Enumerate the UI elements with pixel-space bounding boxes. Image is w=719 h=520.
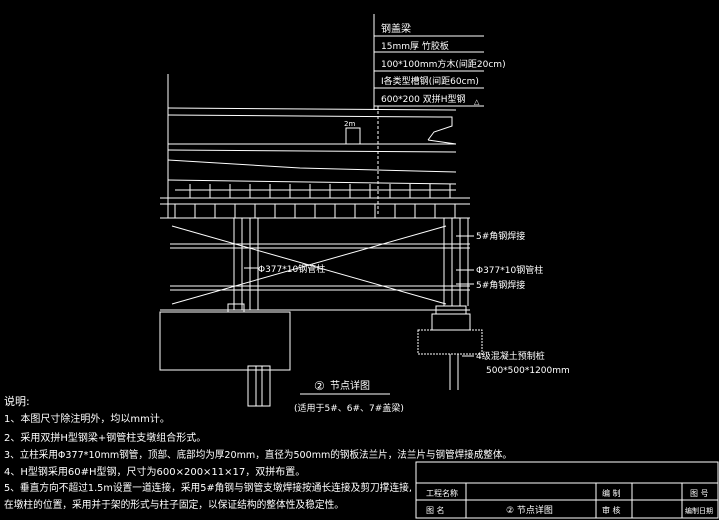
notes-heading: 说明:	[4, 394, 30, 408]
tb-design-label: 编 制	[602, 488, 621, 498]
callout-row1: 钢盖梁	[381, 22, 411, 35]
notes-line-6: 在墩柱的位置，采用并于架的形式与柱子固定，以保证结构的整体性及稳定性。	[4, 498, 344, 511]
column-frame	[160, 218, 470, 311]
label-pipe-column: Φ377*10钢管柱	[476, 264, 543, 276]
notes-line-1: 1、本图尺寸除注明外，均以mm计。	[4, 412, 170, 425]
tb-drawing-label: 图 名	[426, 505, 445, 515]
title-block	[415, 461, 719, 519]
label-footing-2: 500*500*1200mm	[486, 366, 570, 376]
tb-project-label: 工程名称	[426, 488, 458, 498]
callout-row2: 15mm厚 竹胶板	[381, 40, 449, 52]
label-angle-weld-top: 5#角钢焊接	[476, 230, 525, 242]
notes-line-2: 2、采用双拼H型钢梁+钢管柱支墩组合形式。	[4, 431, 206, 444]
tb-review-label: 审 核	[602, 505, 621, 515]
callout-row5-suffix: △	[474, 98, 480, 106]
label-footing-1: 4级混凝土预制桩	[476, 350, 545, 362]
node-title-number: ②	[314, 379, 325, 393]
notes-line-3: 3、立柱采用Φ377*10mm钢管，顶部、底部均为厚20mm，直径为500mm的…	[4, 448, 512, 461]
right-leaders	[456, 235, 474, 357]
tb-drawing-name: ② 节点详图	[506, 504, 553, 516]
label-angle-weld-bottom: 5#角钢焊接	[476, 279, 525, 291]
tb-sheet-label: 图 号	[690, 489, 709, 498]
tb-date-label: 编制日期	[685, 506, 713, 515]
node-title-text: 节点详图	[330, 379, 370, 392]
left-post-label: Φ377*10钢管柱	[258, 263, 325, 275]
notes-line-4: 4、H型钢采用60#H型钢，尺寸为600×200×11×17，双拼布置。	[4, 465, 305, 478]
small-tag: 2m	[344, 120, 355, 128]
callout-row5: 600*200 双拼H型钢	[381, 93, 466, 105]
callout-row4: I各类型槽钢(间距60cm)	[381, 75, 479, 87]
pier	[159, 303, 291, 407]
footing	[417, 305, 483, 390]
notes-line-5: 5、垂直方向不超过1.5m设置一道连接，采用5#角钢与钢管支墩焊接按通长连接及剪…	[4, 481, 412, 494]
callout-table	[373, 14, 484, 215]
channel-ribs	[174, 184, 456, 218]
node-title-subtitle: (适用于5#、6#、7#盖梁)	[294, 402, 404, 414]
callout-row3: 100*100mm方木(间距20cm)	[381, 58, 506, 70]
